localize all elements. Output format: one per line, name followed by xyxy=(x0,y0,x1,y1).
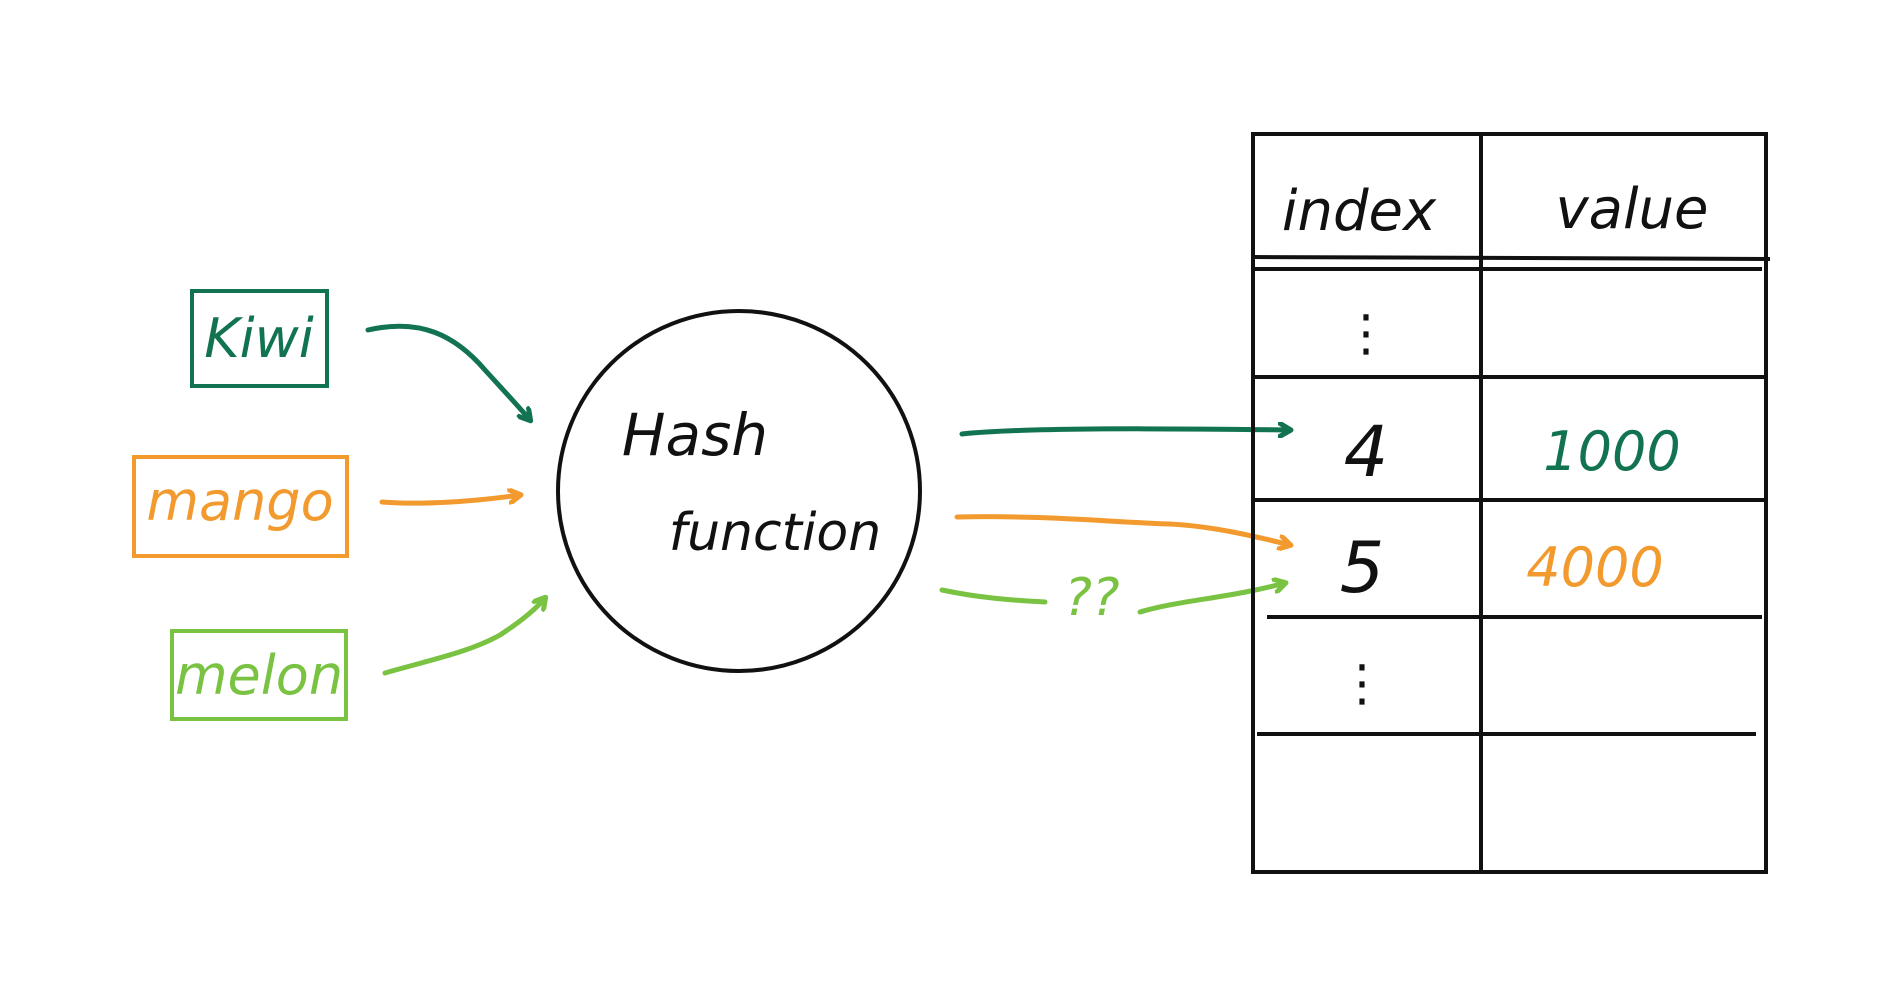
collision-mark: ?? xyxy=(1064,568,1119,628)
hash-function-label-line2: function xyxy=(669,503,881,563)
arrow-mango-to-hash xyxy=(379,495,520,506)
arrow-collision-to-index-5 xyxy=(1137,583,1285,615)
table-header-value: value xyxy=(1556,177,1709,242)
key-melon: melon xyxy=(170,629,348,721)
key-kiwi-box xyxy=(190,289,329,388)
key-mango: mango xyxy=(132,455,349,558)
key-melon-label: melon xyxy=(175,644,343,707)
hash-function-circle xyxy=(556,309,922,673)
key-kiwi-label: Kiwi xyxy=(204,307,314,370)
hash-table: index value ⋮ 4 1000 5 4000 ⋮ xyxy=(1251,132,1771,874)
table-cell-index: 5 xyxy=(1340,527,1385,609)
key-melon-box xyxy=(170,629,348,721)
arrow-kiwi-to-hash xyxy=(365,323,530,420)
key-mango-box xyxy=(132,455,349,558)
table-header-index: index xyxy=(1282,179,1437,244)
table-header-divider-top xyxy=(1252,255,1771,261)
table-cell-index: ⋮ xyxy=(1341,304,1391,362)
key-mango-label: mango xyxy=(146,470,333,533)
table-cell-value: 1000 xyxy=(1543,420,1680,483)
table-frame xyxy=(1251,132,1768,874)
arrow-hash-to-index-5 xyxy=(954,514,1290,545)
hash-function: Hash function xyxy=(556,309,922,673)
arrow-hash-to-index-4 xyxy=(959,429,1290,434)
key-kiwi: Kiwi xyxy=(190,289,329,388)
table-cell-index: 4 xyxy=(1344,411,1389,493)
arrow-hash-to-collision xyxy=(939,587,1048,605)
arrow-melon-to-hash xyxy=(382,598,545,676)
hash-function-label-line1: Hash xyxy=(622,401,768,469)
table-cell-value: 4000 xyxy=(1526,536,1663,599)
table-cell-index: ⋮ xyxy=(1337,654,1387,712)
